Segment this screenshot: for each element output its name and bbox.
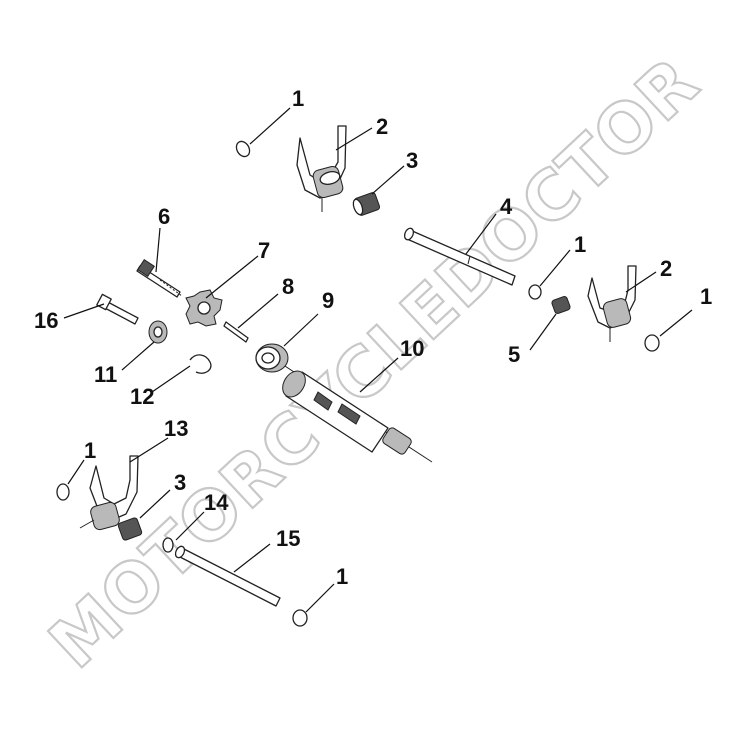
- callout-8: 8: [282, 274, 294, 299]
- spring-12: [189, 354, 212, 374]
- fork-shaft-lower: [174, 545, 281, 607]
- callout-7: 7: [258, 238, 270, 263]
- bolt-16: [96, 293, 139, 325]
- callout-4: 4: [500, 194, 513, 219]
- callout-11: 11: [94, 362, 117, 387]
- callout-1-lower-left: 1: [84, 438, 96, 463]
- shift-fork-right: [587, 265, 637, 342]
- leader-lines: [63, 107, 693, 613]
- callout-15: 15: [276, 526, 300, 551]
- callout-14: 14: [204, 490, 229, 515]
- roller-5: [551, 296, 571, 314]
- callout-13: 13: [164, 416, 188, 441]
- callout-2-upper: 2: [376, 114, 388, 139]
- shift-fork-upper: [296, 125, 347, 212]
- circlip-1-right-a: [528, 284, 542, 300]
- callout-16: 16: [34, 308, 58, 333]
- circlip-1-lower-left: [56, 483, 70, 501]
- callout-10: 10: [400, 336, 424, 361]
- fork-shaft-upper: [403, 227, 516, 286]
- cam-plate-11: [148, 320, 168, 344]
- callout-1-right-b: 1: [700, 284, 712, 309]
- shift-fork-lower: [79, 455, 139, 531]
- pin-8: [223, 321, 249, 343]
- star-segment-7: [185, 289, 223, 327]
- callout-1-bottom: 1: [336, 564, 348, 589]
- callout-3-lower: 3: [174, 470, 186, 495]
- circlip-1-right-b: [644, 334, 660, 352]
- bearing-9: [255, 343, 289, 373]
- callout-9: 9: [322, 288, 334, 313]
- callout-6: 6: [158, 204, 170, 229]
- callout-labels: 1 2 3 4 1 2 1 5 6 7 8 9 10 16 11 12 1 13…: [34, 86, 712, 589]
- watermark-text: MOTORCYCLEDOCTOR: [35, 43, 714, 684]
- ring-14: [162, 537, 174, 553]
- circlip-1-top: [235, 140, 251, 158]
- callout-1-right-a: 1: [574, 232, 586, 257]
- callout-12: 12: [130, 384, 154, 409]
- callout-5: 5: [508, 342, 520, 367]
- roller-3-lower: [117, 517, 143, 541]
- watermark: MOTORCYCLEDOCTOR: [34, 42, 715, 685]
- callout-2-right: 2: [660, 256, 672, 281]
- callout-3-upper: 3: [406, 148, 418, 173]
- shift-drum-10: [282, 370, 412, 455]
- callout-1-top: 1: [292, 86, 304, 111]
- circlip-1-bottom: [292, 609, 308, 627]
- bolt-6: [136, 259, 183, 298]
- roller-3-upper: [352, 192, 381, 216]
